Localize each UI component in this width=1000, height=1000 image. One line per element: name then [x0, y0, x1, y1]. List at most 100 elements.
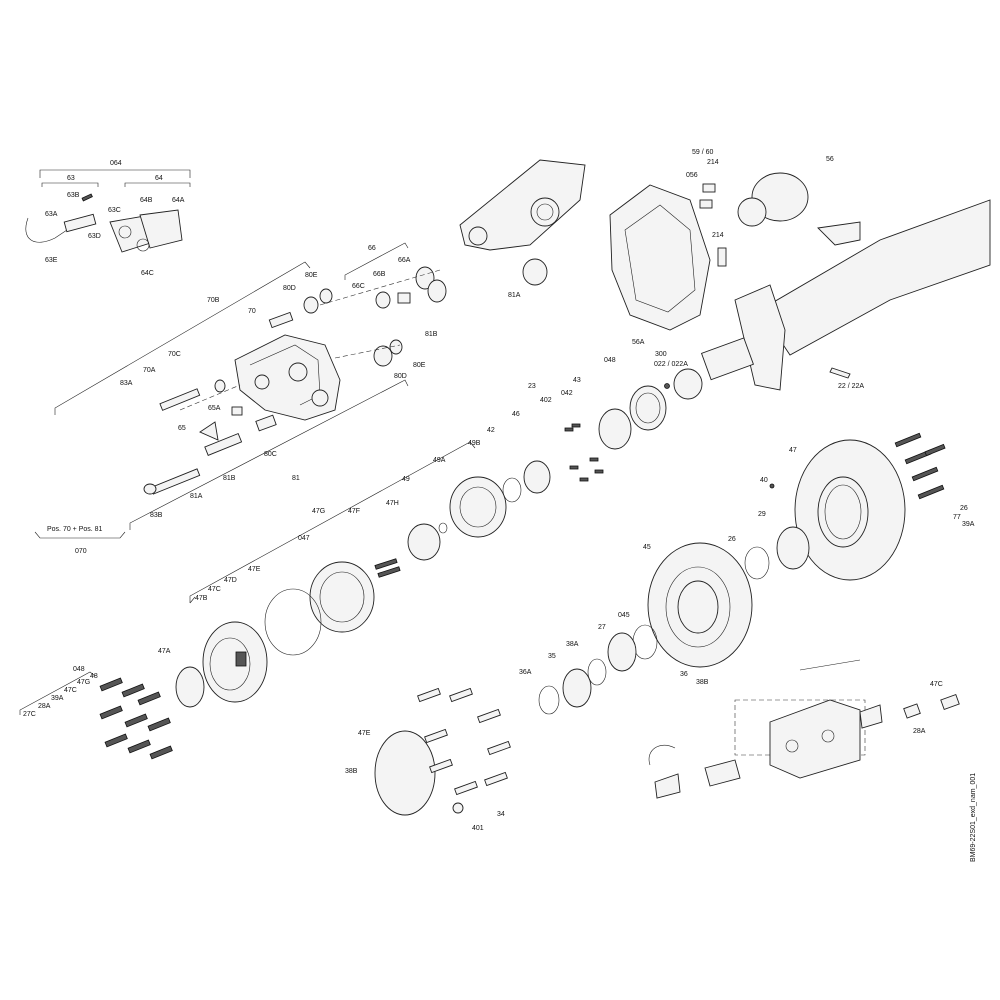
label-81: 81 — [292, 475, 300, 482]
label-65: 65 — [178, 425, 186, 432]
ring-36A — [587, 658, 607, 686]
pos-note-code: 070 — [75, 548, 87, 555]
wear-sensor — [63, 213, 97, 233]
label-64A: 64A — [172, 197, 185, 204]
caliper-group: 66 70B 81 66A 66B 66C 80E 80D 70 81B 80E… — [54, 242, 447, 530]
sleeve-81B — [204, 432, 243, 456]
label-83A: 83A — [120, 380, 133, 387]
label-81B: 81B — [223, 475, 236, 482]
washer-83B — [143, 483, 157, 495]
label-56-b: 214 — [712, 232, 724, 239]
label-66A: 66A — [398, 257, 411, 264]
label-43: 402 — [540, 397, 552, 404]
label-63B: 63B — [67, 192, 80, 199]
label-402: 22 / 22A — [838, 383, 864, 390]
wheel-hub-group: 45 36 38B 045 27 38A 35 36A — [519, 542, 753, 715]
axle-bracket — [817, 221, 861, 246]
label-401: 28A — [913, 728, 926, 735]
ring-38B — [538, 685, 560, 715]
label-66: 66 — [368, 245, 376, 252]
seal-66A — [415, 266, 435, 290]
label-300: 56 — [826, 156, 834, 163]
label-34: 401 — [472, 825, 484, 832]
label-31: 34 — [497, 811, 505, 818]
bolt-kit-048: 048 48 47G 47C 39A 28A 27C — [19, 666, 173, 760]
label-47B: 47D — [224, 577, 237, 584]
label-46: 43 — [573, 377, 581, 384]
label-63D: 63D — [88, 233, 101, 240]
ring-77 — [776, 526, 810, 570]
bushing-66C — [375, 291, 391, 309]
label-48: 48 — [90, 673, 98, 680]
bolt-56 — [717, 247, 727, 267]
label-49B: 46 — [512, 411, 520, 418]
label-64B: 64B — [140, 197, 153, 204]
label-70C: 70C — [168, 351, 181, 358]
oring-39A — [744, 546, 770, 580]
label-042: 23 — [528, 383, 536, 390]
disc-bolts — [894, 432, 946, 500]
label-63A: 63A — [45, 211, 58, 218]
label-47C: 47E — [248, 566, 261, 573]
ring-49A — [523, 460, 551, 494]
label-47D: 047 — [298, 535, 310, 542]
label-022-022A: 56A — [632, 339, 645, 346]
ring-49 — [502, 477, 522, 503]
sensor-plug — [654, 773, 681, 799]
cap-65 — [199, 421, 219, 441]
boot-80E — [319, 288, 333, 304]
label-47H: 49A — [433, 457, 446, 464]
label-22-22A: 300 — [655, 351, 667, 358]
stud-group: 47E 38B 401 34 — [345, 687, 511, 832]
label-77: 29 — [758, 511, 766, 518]
sun-gear-47F — [407, 523, 441, 561]
valve-block — [769, 699, 861, 779]
knuckle-flange — [734, 284, 786, 391]
fitting-401 — [903, 703, 921, 719]
brake-pad-kit-group: 064 63 64 63B 63A 63C 63D 63E 64B 64A 64… — [25, 160, 191, 277]
label-70B: 70 — [248, 308, 256, 315]
label-047: 47G — [312, 508, 325, 515]
bolt-83A — [159, 388, 201, 411]
wear-sensor-cable — [25, 217, 71, 243]
label-40: 47A — [158, 648, 171, 655]
label-63: 63 — [67, 175, 75, 182]
brake-pad-right — [139, 209, 183, 249]
connector — [704, 759, 741, 787]
label-47C-c: 47E — [358, 730, 371, 737]
caliper-housing — [234, 334, 341, 421]
air-hose — [799, 659, 861, 671]
bearing-36 — [562, 668, 592, 708]
label-28A-b: 38B — [345, 768, 358, 775]
label-47G: 49 — [402, 476, 410, 483]
label-47C-b: 36 — [680, 671, 688, 678]
hub-cover-47 — [202, 621, 268, 703]
oring-46 — [598, 408, 632, 450]
bushing-66B — [397, 292, 411, 304]
seal-group: 048 43 23 402 042 46 42 49B — [468, 357, 667, 503]
cap-40 — [175, 666, 205, 708]
label-59-60: 81B — [425, 331, 438, 338]
ring-gear-47D — [309, 561, 375, 633]
bolt-56A — [702, 183, 716, 193]
label-80D-b: 80D — [394, 373, 407, 380]
label-045: 39A — [962, 521, 975, 528]
washer-70C — [214, 379, 226, 393]
wheel-studs — [417, 687, 511, 796]
small-screws — [564, 423, 604, 482]
label-064: 064 — [110, 160, 122, 167]
label-65A: 65A — [208, 405, 221, 412]
boot-59-60 — [373, 345, 393, 367]
label-27C: 27C — [23, 711, 36, 718]
label-39A: 26 — [728, 536, 736, 543]
plug-65A — [231, 406, 243, 416]
ring-38A — [632, 624, 658, 660]
label-048: 042 — [561, 390, 573, 397]
brake-disc-group: 47 40 29 26 26 77 39A — [728, 432, 975, 581]
label-36A: 38A — [566, 641, 579, 648]
axle-beam: 56A 300 022 / 022A 22 / 22A — [632, 199, 991, 400]
label-47F: 47H — [386, 500, 399, 507]
label-70: 70B — [207, 297, 220, 304]
label-47E: 47F — [348, 508, 360, 515]
label-63E: 63E — [45, 257, 58, 264]
